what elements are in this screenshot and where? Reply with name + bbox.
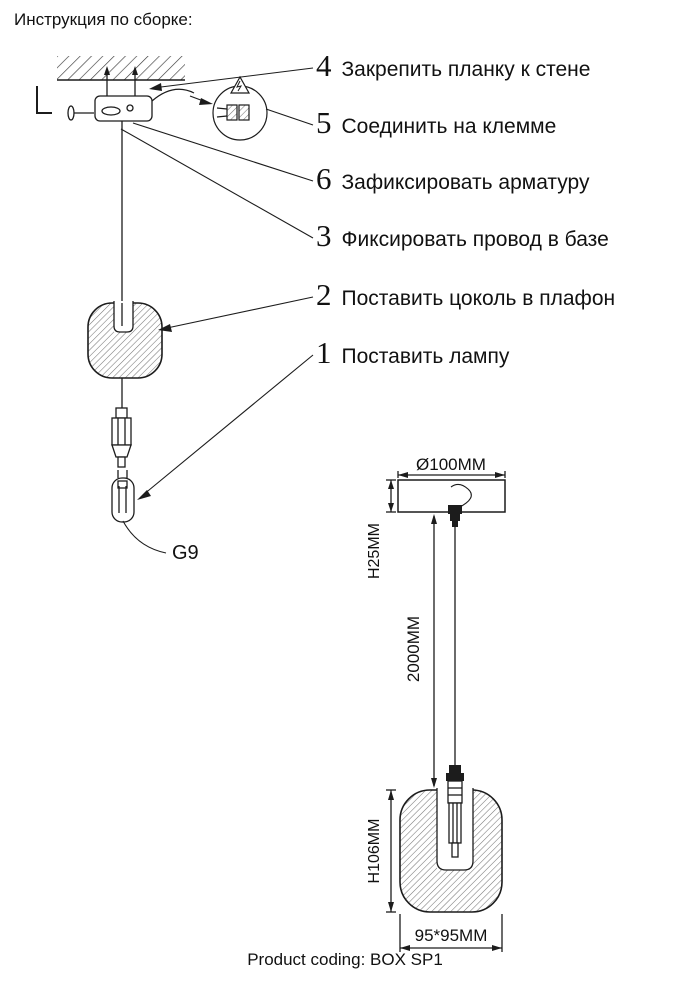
mounting-plate: [67, 66, 153, 122]
side-screw-icon: [67, 105, 75, 121]
product-coding: Product coding: BOX SP1: [247, 950, 443, 969]
leader-lines: [120, 67, 314, 500]
socket-side-view: [446, 765, 464, 781]
dim-shade-width-label: 95*95MM: [415, 926, 488, 945]
step-number: 5: [316, 105, 332, 140]
leader-step-2: [166, 296, 314, 329]
dim-wire-length-label: 2000MM: [404, 616, 423, 682]
step-item-3: 3 Фиксировать провод в базе: [316, 220, 609, 252]
dim-shade-height-label: H106MM: [366, 819, 383, 884]
pendant-assembly: [87, 121, 167, 554]
dimension-labels: Ø100MM H25MM 2000MM H106MM 95*95MM G9: [172, 455, 487, 945]
cord-grip: [448, 505, 462, 527]
leader-step-5: [265, 108, 314, 126]
step-label: Поставить лампу: [341, 345, 510, 368]
step-number: 6: [316, 161, 332, 196]
step-number: 2: [316, 277, 332, 312]
step-label: Соединить на клемме: [341, 115, 557, 138]
dimension-drawing: [386, 471, 506, 952]
leader-step-3: [120, 128, 314, 239]
step-item-1: 1 Поставить лампу: [316, 337, 509, 369]
step-item-6: 6 Зафиксировать арматуру: [316, 163, 590, 195]
step-label: Закрепить планку к стене: [341, 58, 591, 81]
lamp-socket: [111, 407, 132, 468]
bulb-type-label: G9: [172, 542, 199, 564]
page-title: Инструкция по сборке:: [14, 10, 193, 29]
step-label: Зафиксировать арматуру: [341, 171, 590, 194]
terminal-detail-circle: [151, 75, 268, 141]
g9-bulb: [111, 470, 135, 523]
warning-triangle-icon: [229, 75, 251, 94]
dim-diameter-label: Ø100MM: [416, 455, 486, 474]
step-number: 3: [316, 218, 332, 253]
step-label: Поставить цоколь в плафон: [341, 287, 616, 310]
g9-leader-line: [122, 520, 167, 554]
leader-step-4: [152, 67, 314, 89]
step-number: 4: [316, 48, 332, 83]
step-item-2: 2 Поставить цоколь в плафон: [316, 279, 615, 311]
leader-step-1: [142, 354, 314, 496]
step-item-5: 5 Соединить на клемме: [316, 107, 556, 139]
dim-canopy-height-label: H25MM: [366, 523, 383, 579]
step-label: Фиксировать провод в базе: [341, 228, 609, 251]
step-item-4: 4 Закрепить планку к стене: [316, 50, 590, 82]
step-number: 1: [316, 335, 332, 370]
wall-bracket-mark: [36, 86, 52, 114]
ceiling-hatch: [57, 56, 185, 81]
leader-step-6: [132, 122, 314, 182]
